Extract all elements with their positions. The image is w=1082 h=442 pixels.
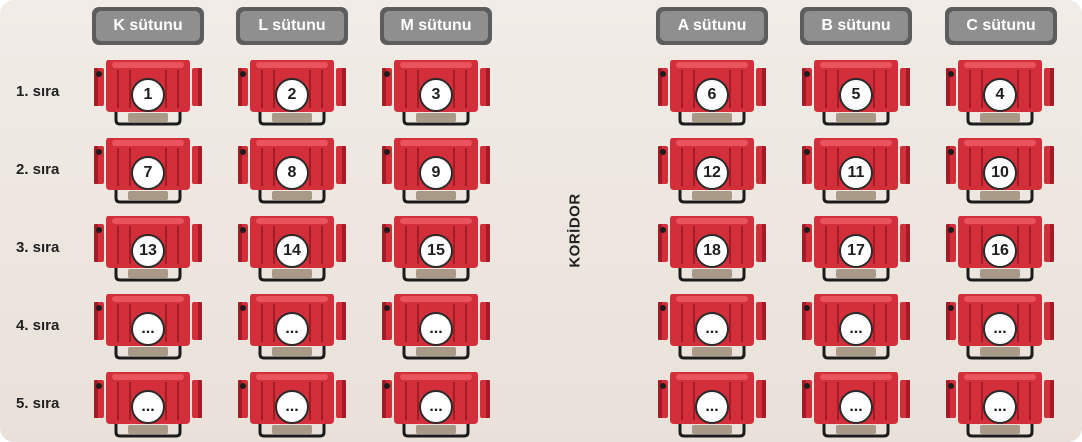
seat: 9 [382, 136, 490, 206]
row-label-1: 1. sıra [16, 83, 60, 100]
seat-number: 18 [695, 234, 729, 268]
seat: 7 [94, 136, 202, 206]
seat: 13 [94, 214, 202, 284]
seat-number: ... [983, 312, 1017, 346]
seat: 14 [238, 214, 346, 284]
seat-icon [946, 138, 1054, 204]
seat-number: 15 [419, 234, 453, 268]
seat: 15 [382, 214, 490, 284]
column-header-label: L sütunu [240, 11, 344, 41]
seat-number: ... [983, 390, 1017, 424]
seat: ... [94, 370, 202, 440]
seat-icon [946, 60, 1054, 126]
corridor: KORİDOR [560, 170, 590, 290]
seat: 1 [94, 58, 202, 128]
row-label-3: 3. sıra [16, 239, 60, 256]
seat-number: ... [695, 390, 729, 424]
seat-number: ... [695, 312, 729, 346]
column-header-label: A sütunu [660, 11, 764, 41]
seat-number: ... [131, 312, 165, 346]
seat-number: 7 [131, 156, 165, 190]
seat-number: 12 [695, 156, 729, 190]
seat-number: ... [131, 390, 165, 424]
seat-number: 8 [275, 156, 309, 190]
seat: 8 [238, 136, 346, 206]
column-header-l: L sütunu [236, 7, 348, 45]
seat: ... [802, 370, 910, 440]
column-header-a: A sütunu [656, 7, 768, 45]
seat: 18 [658, 214, 766, 284]
seat-number: 16 [983, 234, 1017, 268]
seat: ... [946, 292, 1054, 362]
column-header-label: B sütunu [804, 11, 908, 41]
seat-number: 10 [983, 156, 1017, 190]
column-header-k: K sütunu [92, 7, 204, 45]
seat-number: ... [419, 390, 453, 424]
seat-icon [382, 60, 490, 126]
seat: ... [658, 370, 766, 440]
column-header-label: C sütunu [949, 11, 1053, 41]
seat-icon [946, 372, 1054, 438]
seat-number: 11 [839, 156, 873, 190]
seat: 2 [238, 58, 346, 128]
seat: 17 [802, 214, 910, 284]
seat: 5 [802, 58, 910, 128]
seat: ... [94, 292, 202, 362]
seat: ... [382, 292, 490, 362]
seat-number: 13 [131, 234, 165, 268]
seat: ... [238, 370, 346, 440]
column-header-m: M sütunu [380, 7, 492, 45]
seat: 4 [946, 58, 1054, 128]
seat-number: 9 [419, 156, 453, 190]
seat: 10 [946, 136, 1054, 206]
seat: 6 [658, 58, 766, 128]
seat-number: 1 [131, 78, 165, 112]
seat-number: ... [275, 390, 309, 424]
seat-number: ... [839, 390, 873, 424]
seat-icon [94, 60, 202, 126]
seat: ... [382, 370, 490, 440]
corridor-label: KORİDOR [566, 192, 584, 268]
seat: ... [238, 292, 346, 362]
column-header-b: B sütunu [800, 7, 912, 45]
seat-number: 3 [419, 78, 453, 112]
seat: ... [802, 292, 910, 362]
seat: ... [946, 370, 1054, 440]
seat: 11 [802, 136, 910, 206]
seat-number: 17 [839, 234, 873, 268]
seat-number: 6 [695, 78, 729, 112]
seat: 12 [658, 136, 766, 206]
seat-number: 2 [275, 78, 309, 112]
column-header-label: M sütunu [384, 11, 488, 41]
seat: ... [658, 292, 766, 362]
column-header-label: K sütunu [96, 11, 200, 41]
seat-number: ... [419, 312, 453, 346]
seat-number: 4 [983, 78, 1017, 112]
seat-number: 14 [275, 234, 309, 268]
seat: 16 [946, 214, 1054, 284]
column-header-c: C sütunu [945, 7, 1057, 45]
row-label-5: 5. sıra [16, 395, 60, 412]
seat: 3 [382, 58, 490, 128]
row-label-4: 4. sıra [16, 317, 60, 334]
row-label-2: 2. sıra [16, 161, 60, 178]
seat-number: 5 [839, 78, 873, 112]
seat-number: ... [839, 312, 873, 346]
seat-icon [802, 216, 910, 282]
seat-number: ... [275, 312, 309, 346]
